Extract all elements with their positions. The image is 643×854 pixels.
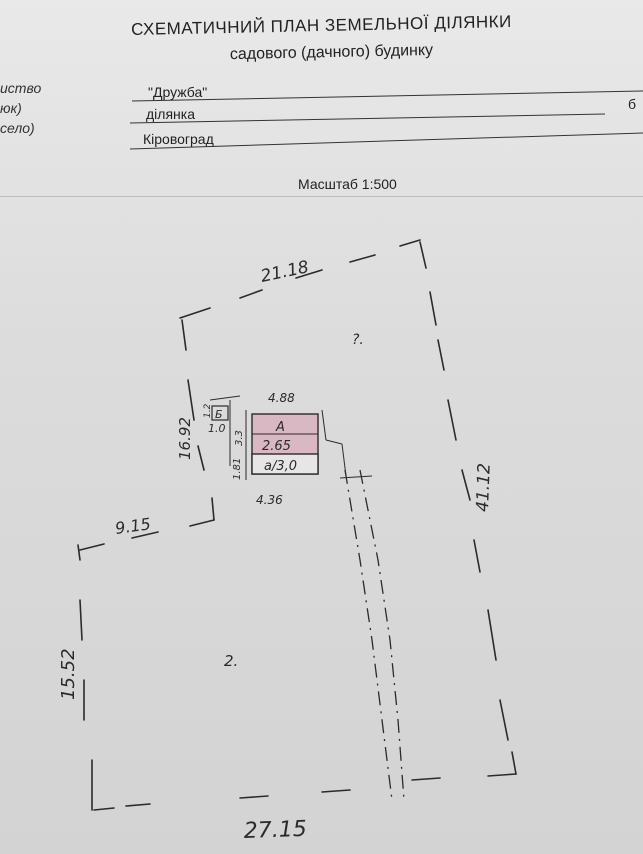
boundary-right-seg	[511, 751, 517, 775]
form-underlines	[129, 90, 643, 150]
building-porch-label: а/3,0	[264, 459, 297, 474]
boundary-right-seg	[429, 291, 437, 326]
form-row1-label: иство	[0, 80, 42, 96]
boundary-left-seg	[79, 599, 83, 641]
dim-left-lower-label: 15.52	[58, 648, 79, 700]
internal-boundary	[344, 469, 405, 801]
plot-boundary	[77, 239, 517, 811]
boundary-step-seg	[189, 519, 215, 527]
form-row2-label: юк)	[0, 100, 22, 116]
building-dim-side-upper: 3.3	[234, 430, 245, 446]
boundary-left-upper-seg	[181, 319, 187, 351]
area-marker-upper: ?.	[352, 332, 364, 348]
building-outline-dash	[339, 475, 373, 479]
form-row3-value: Кіровоград	[143, 131, 214, 147]
boundary-right-seg	[473, 539, 481, 573]
boundary-right-seg	[437, 339, 445, 371]
building-dim-top: 4.88	[268, 391, 295, 405]
form-row2-tail: б	[628, 96, 637, 112]
boundary-step-seg	[79, 543, 105, 551]
dim-bottom-label: 27.15	[243, 817, 307, 844]
dim-top-label: 21.18	[259, 257, 311, 287]
building-dim-side-lower: 1.81	[232, 458, 243, 480]
boundary-top-seg	[239, 289, 263, 299]
boundary-right-seg	[461, 469, 471, 501]
building-main-label: А	[275, 420, 285, 435]
building-outline-dash	[341, 443, 347, 477]
form-row2-underline	[129, 113, 606, 124]
form-row2-value: ділянка	[146, 106, 195, 122]
boundary-bottom-seg	[93, 807, 115, 811]
area-marker-lower: 2.	[224, 652, 238, 670]
form-row3-underline	[129, 132, 643, 150]
annex-label: Б	[215, 408, 223, 421]
boundary-right-seg	[499, 699, 509, 741]
boundary-top-seg	[399, 239, 421, 247]
dim-right-label: 41.12	[473, 463, 495, 512]
form-row1-underline	[131, 90, 643, 102]
boundary-bottom-seg	[411, 777, 441, 781]
boundary-top-seg	[349, 254, 376, 263]
building-dim-bottom: 4.36	[256, 493, 283, 507]
boundary-bottom-seg	[487, 773, 517, 777]
internal-boundary-line	[359, 469, 405, 801]
building	[209, 395, 373, 480]
boundary-bottom-seg	[125, 803, 151, 807]
building-outline-dash	[321, 409, 327, 441]
boundary-step-seg	[131, 531, 159, 539]
building-dim-small-1: 1.2	[203, 403, 213, 418]
scale-label: Масштаб 1:500	[298, 176, 397, 192]
internal-boundary-line	[344, 469, 393, 801]
form-row1-value: "Дружба"	[148, 84, 208, 100]
building-outline-dash	[209, 395, 241, 401]
sheet-crease	[0, 196, 643, 197]
building-main-value: 2.65	[262, 439, 291, 454]
building-outline-dash	[325, 439, 343, 445]
boundary-left-upper-seg	[187, 379, 195, 421]
boundary-left-upper-seg	[197, 445, 205, 471]
boundary-right-seg	[487, 609, 497, 661]
boundary-top-seg	[179, 307, 211, 319]
boundary-right-seg	[419, 241, 427, 269]
boundary-right-seg	[447, 399, 457, 441]
dim-left-step-label: 9.15	[114, 514, 152, 538]
boundary-bottom-seg	[321, 789, 351, 793]
boundary-left-seg	[77, 544, 81, 561]
building-outline-dashes	[209, 395, 373, 480]
building-dim-small-2: 1.0	[208, 422, 226, 435]
boundary-step-seg	[211, 497, 215, 521]
boundary-top-seg	[295, 269, 323, 279]
form-row3-label: село)	[0, 120, 35, 136]
dimension-labels: 21.18 16.92 9.15 15.52 41.12 27.15 ?. 2.…	[58, 257, 495, 844]
building-porch-rect	[251, 453, 319, 475]
boundary-bottom-seg	[239, 795, 269, 799]
dim-left-upper-label: 16.92	[176, 417, 194, 460]
annex-box	[211, 405, 229, 421]
